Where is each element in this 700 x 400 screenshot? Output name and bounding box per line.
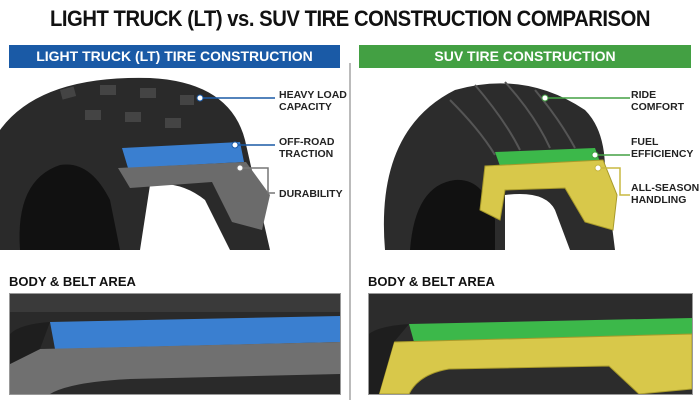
- lt-section-title: BODY & BELT AREA: [9, 274, 136, 289]
- callout-heavy-load-capacity: HEAVY LOAD CAPACITY: [279, 89, 347, 113]
- divider: [349, 63, 351, 400]
- callout-durability: DURABILITY: [279, 188, 343, 200]
- suv-belt-closeup: [368, 293, 693, 395]
- suv-banner: SUV TIRE CONSTRUCTION: [359, 45, 691, 68]
- suv-tire-illustration: [383, 81, 630, 250]
- suv-section-title: BODY & BELT AREA: [368, 274, 495, 289]
- callout-off-road-traction: OFF-ROAD TRACTION: [279, 136, 335, 160]
- page-title: LIGHT TRUCK (LT) vs. SUV TIRE CONSTRUCTI…: [49, 6, 651, 31]
- lt-belt-closeup: [9, 293, 341, 395]
- lt-banner: LIGHT TRUCK (LT) TIRE CONSTRUCTION: [9, 45, 340, 68]
- callout-all-season-handling: ALL-SEASON HANDLING: [631, 182, 700, 206]
- callout-fuel-efficiency: FUEL EFFICIENCY: [631, 136, 694, 160]
- callout-ride-comfort: RIDE COMFORT: [631, 89, 685, 113]
- lt-tire-illustration: [0, 77, 275, 250]
